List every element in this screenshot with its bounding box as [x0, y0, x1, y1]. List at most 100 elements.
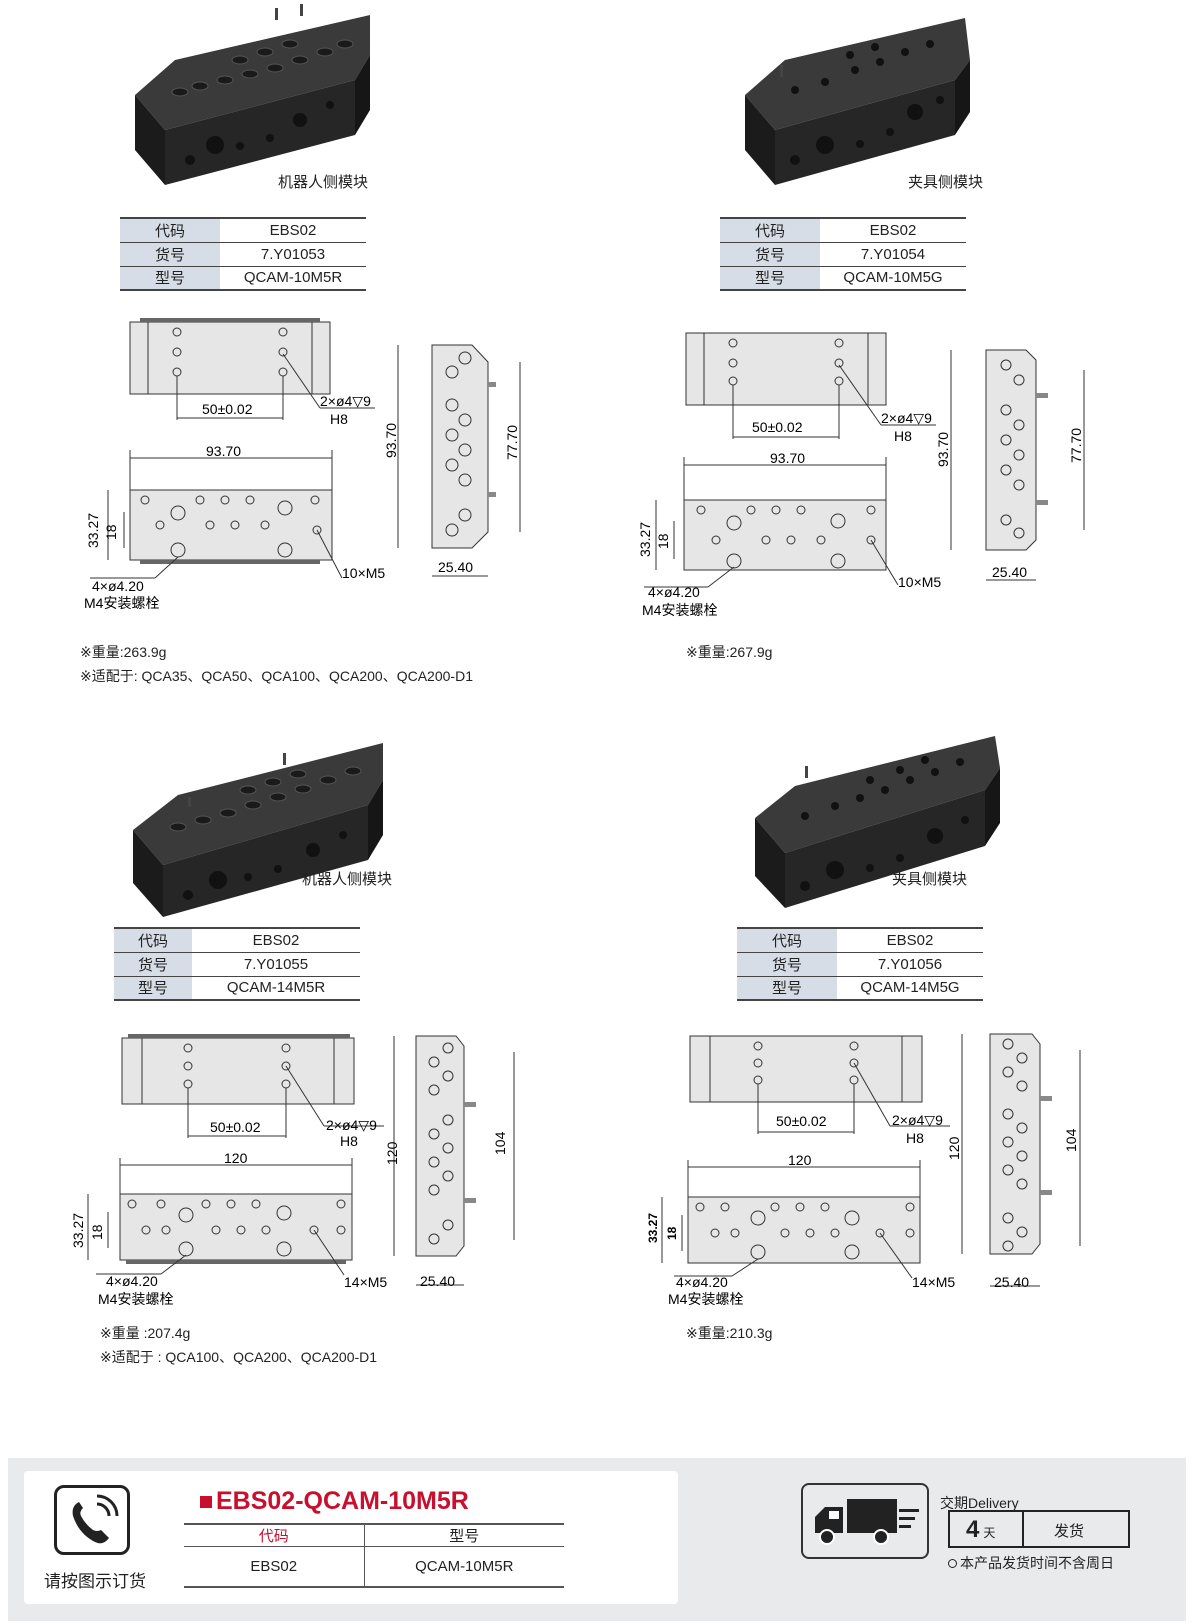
delivery-label: 交期Delivery	[940, 1495, 1019, 1511]
fixture-side-module-photo	[740, 0, 985, 195]
order-table: 代码 型号 EBS02 QCAM-10M5R	[184, 1523, 564, 1588]
dim-bolt-note: M4安装螺栓	[642, 602, 717, 618]
spec-value: EBS02	[192, 927, 360, 953]
dim-bolt-note: M4安装螺栓	[668, 1291, 743, 1307]
dim-pin-note: 2×ø4▽9	[881, 410, 932, 426]
robot-side-module-photo-14	[128, 725, 393, 925]
title-marker-icon	[200, 1496, 212, 1509]
dim-side-height: 120	[384, 1141, 400, 1165]
spec-key: 代码	[114, 927, 192, 953]
spec-key: 货号	[737, 952, 837, 977]
dim-side-inner: 77.70	[1068, 428, 1084, 463]
dim-bolt-note: M4安装螺栓	[84, 595, 159, 611]
panel3-weight: ※重量 :207.4g	[100, 1325, 191, 1341]
dim-bolt-note: M4安装螺栓	[98, 1291, 173, 1307]
order-caption: 请按图示订货	[44, 1572, 146, 1591]
dim-length: 120	[224, 1150, 248, 1166]
robot-side-module-photo	[130, 0, 375, 195]
spec-key: 货号	[720, 242, 820, 267]
dim-pin-fit: H8	[894, 428, 912, 444]
delivery-days-value: 4	[966, 1516, 980, 1543]
order-footer: 请按图示订货 EBS02-QCAM-10M5R 代码 型号 EBS02 QCAM…	[8, 1458, 1186, 1621]
dim-side-inner: 104	[492, 1131, 508, 1155]
product-code: EBS02-QCAM-10M5R	[216, 1487, 469, 1515]
order-card: 请按图示订货 EBS02-QCAM-10M5R 代码 型号 EBS02 QCAM…	[24, 1471, 678, 1604]
dim-ports: 10×M5	[898, 574, 941, 590]
spec-value: EBS02	[820, 217, 966, 243]
dim-ports: 10×M5	[342, 565, 385, 581]
panel3-drawing: 50±0.02 2×ø4▽9 H8 120 33.27 18 4×ø4.20 M…	[70, 1034, 515, 1307]
dim-side-width: 25.40	[994, 1274, 1029, 1290]
spec-key: 代码	[120, 217, 220, 243]
panel1-weight: ※重量:263.9g	[80, 644, 167, 660]
order-header-code: 代码	[184, 1523, 364, 1547]
dim-side-width: 25.40	[420, 1273, 455, 1289]
panel1-caption: 机器人侧模块	[278, 174, 369, 191]
spec-value: QCAM-14M5R	[192, 976, 360, 1001]
dim-height: 33.27	[646, 1213, 660, 1243]
dim-ports: 14×M5	[344, 1274, 387, 1290]
order-value-model: QCAM-10M5R	[363, 1546, 564, 1588]
panel4-drawing: 50±0.02 2×ø4▽9 H8 120 33.27 18 4×ø4.20 M…	[646, 1033, 1081, 1307]
panel3-caption: 机器人侧模块	[302, 871, 393, 888]
order-header-model: 型号	[363, 1523, 564, 1547]
dim-side-inner: 104	[1063, 1128, 1079, 1152]
spec-key: 型号	[737, 976, 837, 1001]
phone-icon	[54, 1485, 130, 1555]
dim-inner-height: 18	[103, 524, 119, 540]
dim-side-height: 93.70	[935, 432, 951, 467]
product-title: EBS02-QCAM-10M5R	[200, 1487, 469, 1516]
panel2-weight: ※重量:267.9g	[686, 644, 773, 660]
dim-bolt: 4×ø4.20	[648, 584, 700, 600]
spec-key: 货号	[114, 952, 192, 977]
dim-ports: 14×M5	[912, 1274, 955, 1290]
spec-key: 型号	[114, 976, 192, 1001]
delivery-action: 发货	[1054, 1523, 1085, 1540]
spec-value: EBS02	[220, 217, 366, 243]
spec-key: 型号	[720, 266, 820, 291]
dim-pin-note: 2×ø4▽9	[892, 1112, 943, 1128]
dim-bolt: 4×ø4.20	[676, 1274, 728, 1290]
dim-length: 120	[788, 1152, 812, 1168]
fixture-side-module-photo-14	[750, 718, 1020, 918]
dim-inner-height: 18	[89, 1224, 105, 1240]
dim-pin-note: 2×ø4▽9	[320, 393, 371, 409]
delivery-note-text: 本产品发货时间不含周日	[960, 1555, 1114, 1571]
dim-pin-fit: H8	[340, 1133, 358, 1149]
spec-value: QCAM-10M5R	[220, 266, 366, 291]
dim-pin-spacing: 50±0.02	[776, 1113, 827, 1129]
spec-value: 7.Y01055	[192, 952, 360, 977]
dim-pin-fit: H8	[330, 411, 348, 427]
dim-side-height: 93.70	[383, 423, 399, 458]
spec-value: 7.Y01053	[220, 242, 366, 267]
spec-value: 7.Y01054	[820, 242, 966, 267]
spec-key: 货号	[120, 242, 220, 267]
dim-inner-height: 18	[655, 533, 671, 549]
spec-value: QCAM-14M5G	[837, 976, 983, 1001]
delivery-divider	[1022, 1512, 1024, 1546]
panel2-drawing: 50±0.02 2×ø4▽9 H8 93.70 33.27 18 4×ø4.20…	[637, 332, 1085, 618]
dim-pin-fit: H8	[906, 1130, 924, 1146]
panel3-fit: ※适配于 : QCA100、QCA200、QCA200-D1	[100, 1349, 378, 1365]
delivery-unit: 天	[983, 1526, 996, 1540]
dim-height: 33.27	[85, 513, 101, 548]
spec-value: EBS02	[837, 927, 983, 953]
panel1-drawing: 50±0.02 2×ø4▽9 H8 93.70 33.27 18 4×ø4.20…	[84, 318, 521, 611]
dim-side-inner: 77.70	[504, 425, 520, 460]
dim-length: 93.70	[206, 443, 241, 459]
dim-pin-spacing: 50±0.02	[752, 419, 803, 435]
truck-icon	[801, 1483, 929, 1559]
panel4-weight: ※重量:210.3g	[686, 1325, 773, 1341]
dim-pin-spacing: 50±0.02	[210, 1119, 261, 1135]
dim-height: 33.27	[70, 1213, 86, 1248]
dim-height: 33.27	[637, 522, 653, 557]
dim-bolt: 4×ø4.20	[106, 1273, 158, 1289]
dim-side-height: 120	[946, 1136, 962, 1160]
panel2-caption: 夹具侧模块	[908, 174, 984, 191]
spec-value: 7.Y01056	[837, 952, 983, 977]
